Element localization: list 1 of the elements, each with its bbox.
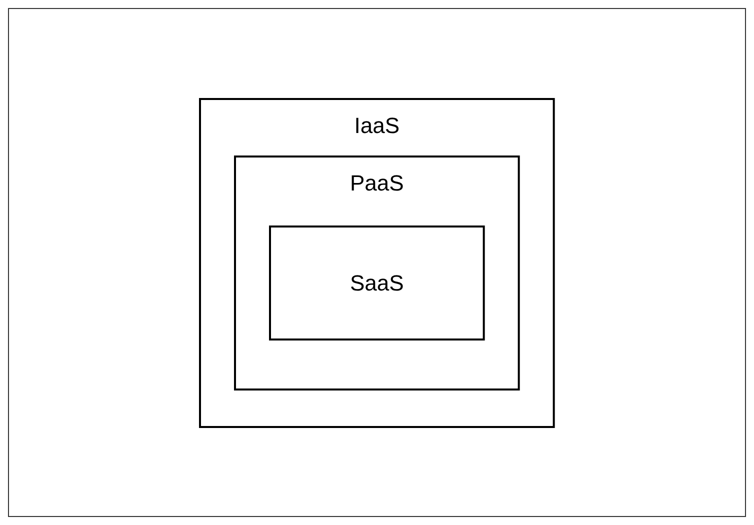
node-box: SaaS (269, 225, 485, 340)
